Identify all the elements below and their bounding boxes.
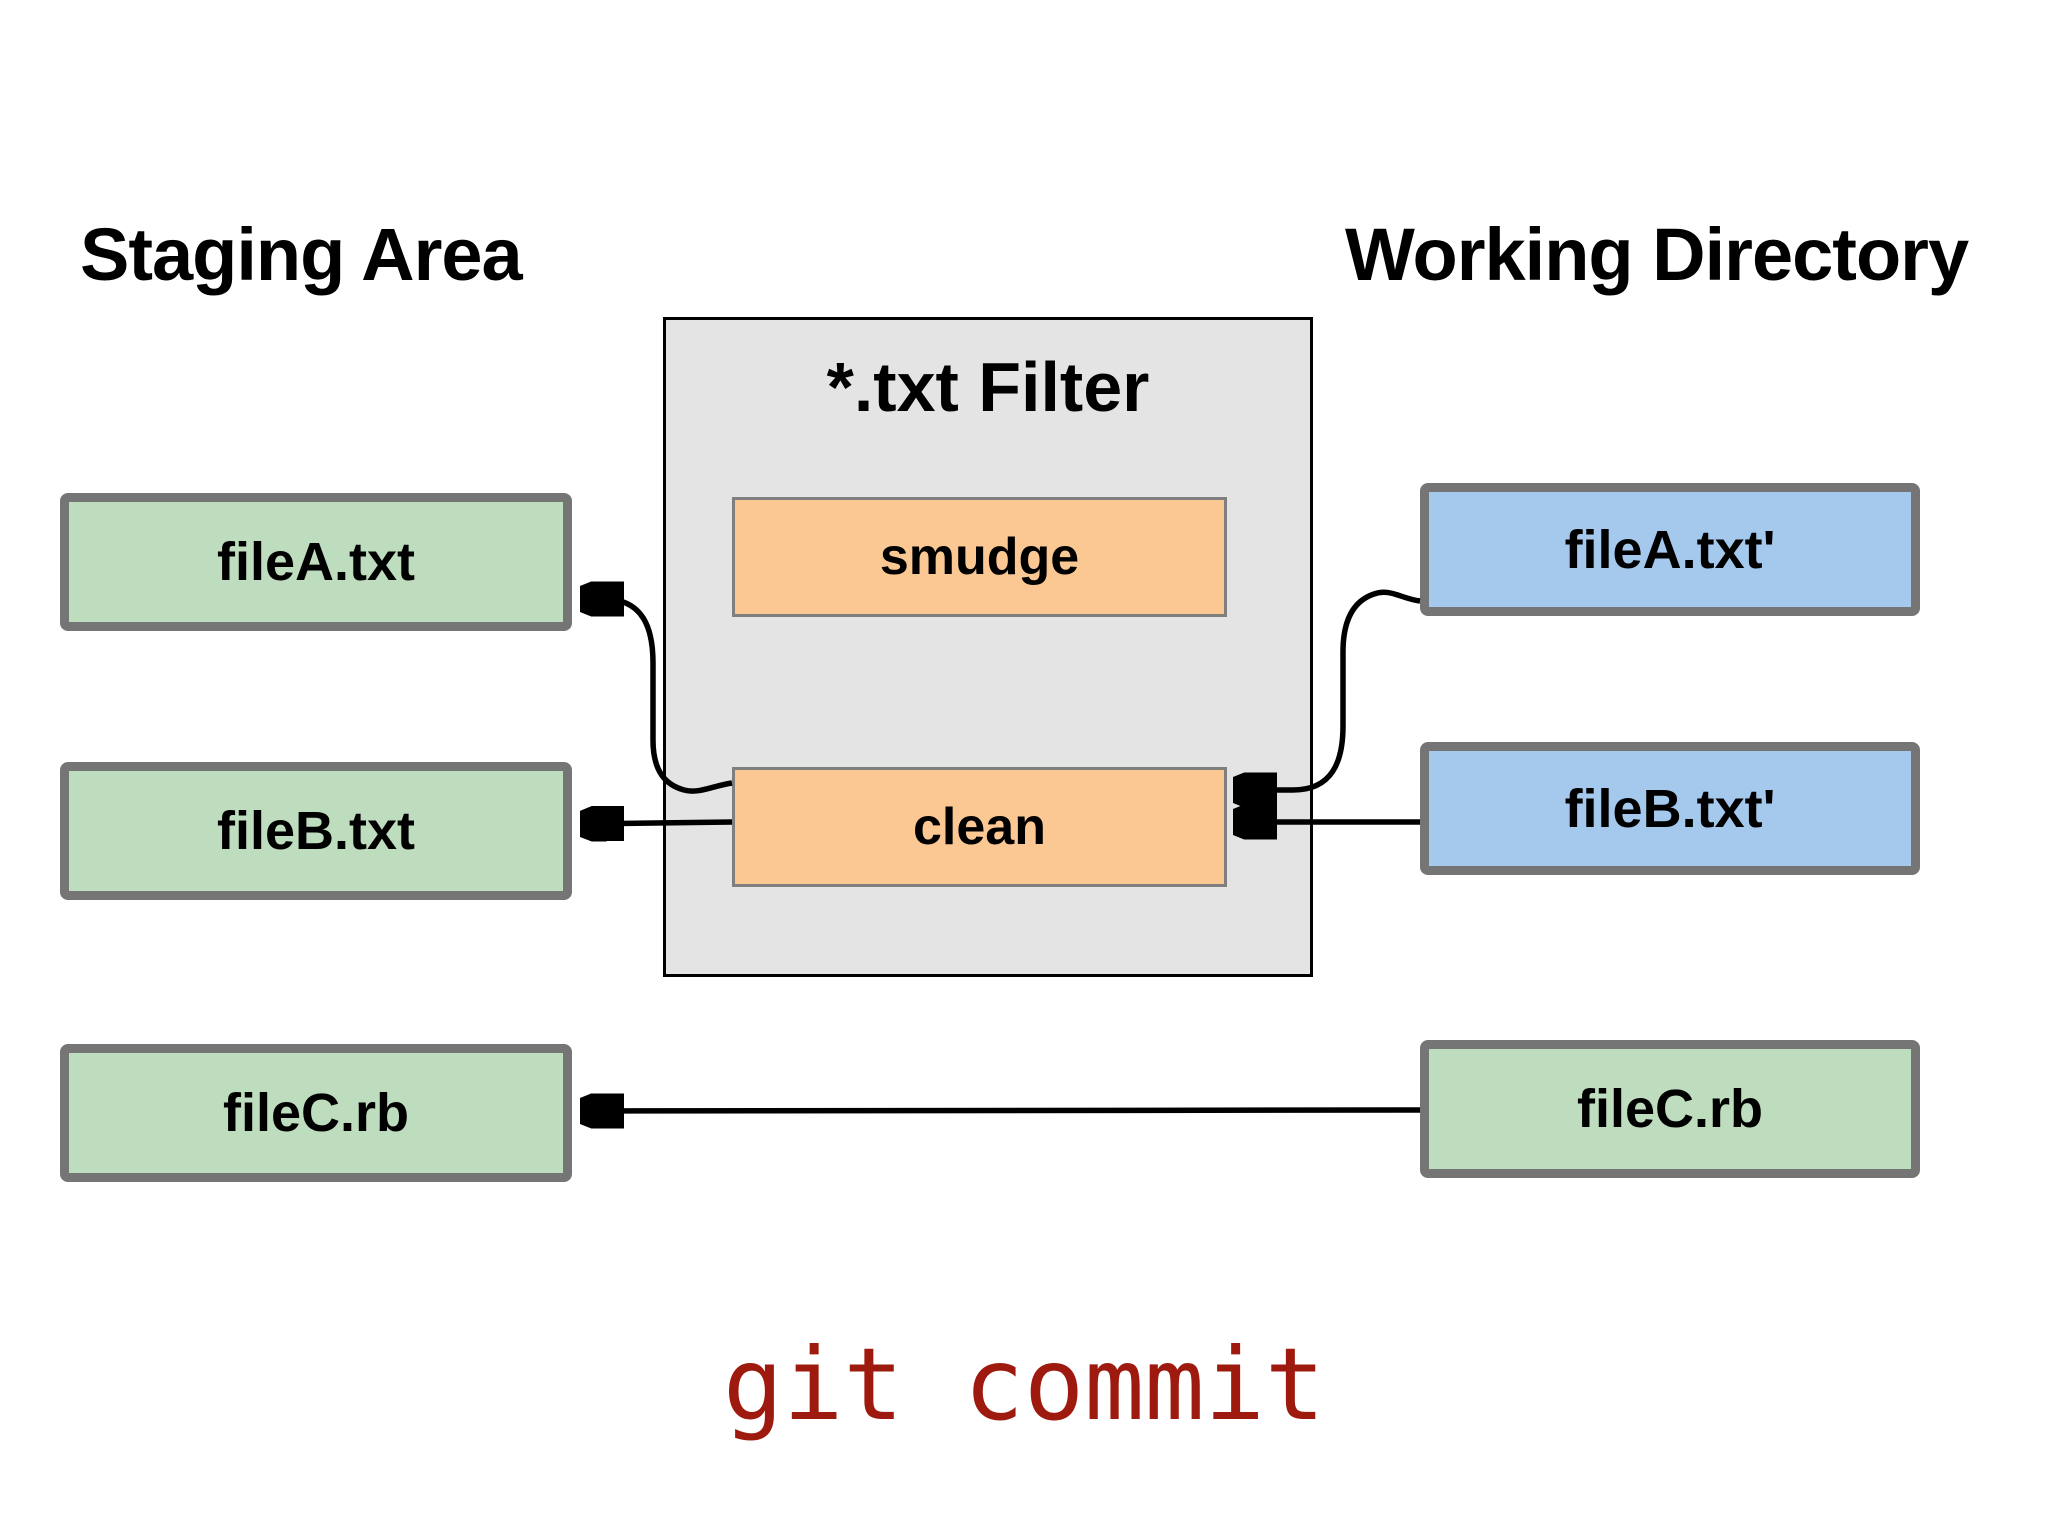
staging-file-a: fileA.txt [60,493,572,631]
working-file-b-prime: fileB.txt' [1420,742,1920,875]
staging-file-b: fileB.txt [60,762,572,900]
git-commit-caption: git commit [722,1326,1326,1443]
staging-file-c-label: fileC.rb [222,1083,410,1143]
txt-filter-title: *.txt Filter [826,348,1150,426]
working-file-c-label: fileC.rb [1576,1079,1764,1139]
staging-file-c: fileC.rb [60,1044,572,1182]
staging-file-a-label: fileA.txt [216,532,416,592]
working-file-a-prime: fileA.txt' [1420,483,1920,616]
smudge-label: smudge [879,528,1080,586]
staging-area-heading: Staging Area [80,213,523,296]
working-file-a-label: fileA.txt' [1564,519,1776,580]
working-file-b-label: fileB.txt' [1564,778,1776,839]
working-directory-heading: Working Directory [1345,213,1969,296]
staging-file-b-label: fileB.txt [216,801,416,861]
working-file-c: fileC.rb [1420,1040,1920,1178]
clean-box: clean [732,767,1227,887]
smudge-box: smudge [732,497,1227,617]
clean-label: clean [913,798,1046,856]
arrow-working-c-to-staging-c [580,1110,1421,1111]
